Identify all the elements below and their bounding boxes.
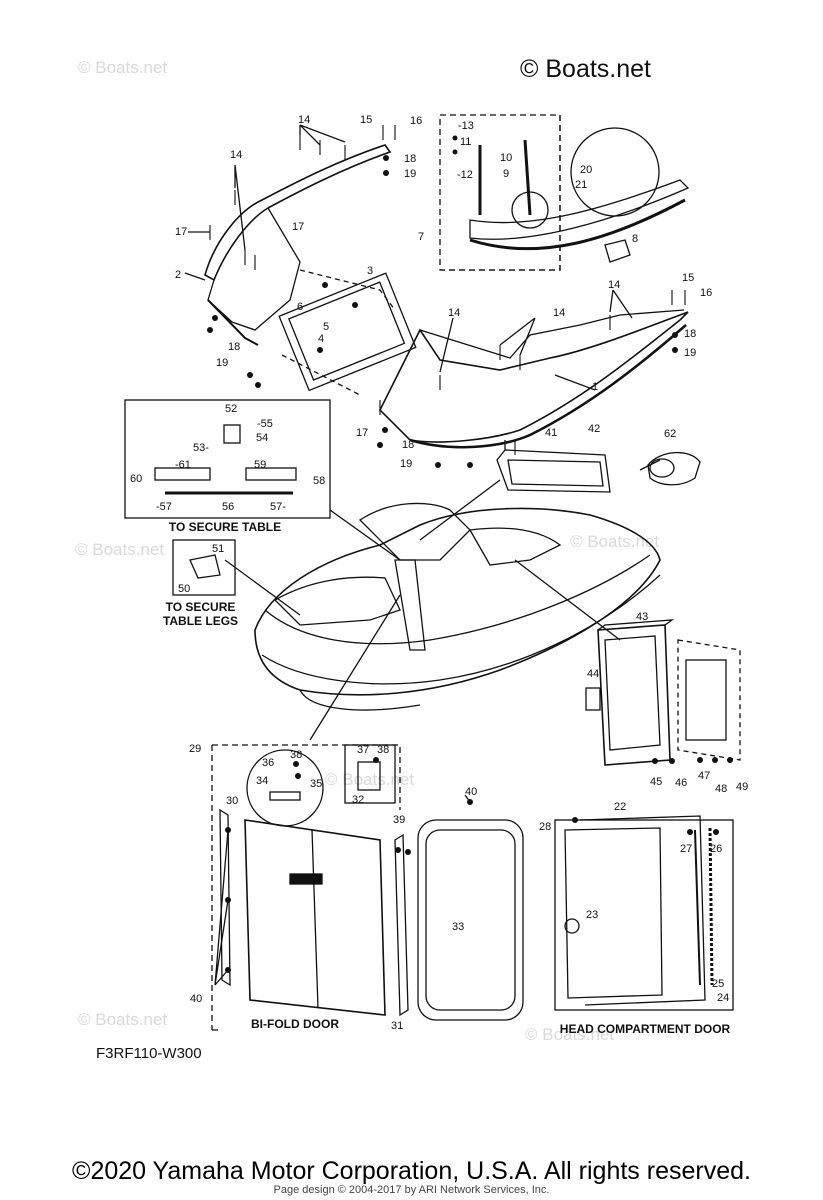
svg-text:18: 18 [402, 439, 414, 451]
svg-text:25: 25 [712, 978, 724, 990]
svg-text:40: 40 [465, 786, 477, 798]
svg-text:39: 39 [393, 814, 405, 826]
svg-text:17: 17 [292, 221, 304, 233]
svg-text:-55: -55 [257, 418, 273, 430]
svg-text:22: 22 [614, 801, 626, 813]
svg-text:37: 37 [357, 744, 369, 756]
svg-text:5: 5 [323, 321, 329, 333]
svg-text:50: 50 [178, 583, 190, 595]
svg-text:43: 43 [636, 611, 648, 623]
svg-text:35: 35 [310, 778, 322, 790]
svg-text:19: 19 [684, 347, 696, 359]
svg-text:62: 62 [664, 428, 676, 440]
svg-text:58: 58 [313, 475, 325, 487]
svg-text:44: 44 [587, 668, 599, 680]
svg-text:29: 29 [189, 743, 201, 755]
svg-text:28: 28 [539, 821, 551, 833]
svg-text:47: 47 [698, 770, 710, 782]
svg-text:15: 15 [682, 272, 694, 284]
svg-text:6: 6 [297, 301, 303, 313]
svg-text:8: 8 [632, 233, 638, 245]
svg-text:60: 60 [130, 473, 142, 485]
svg-text:14: 14 [448, 307, 460, 319]
svg-text:-12: -12 [457, 169, 473, 181]
svg-text:1: 1 [592, 381, 598, 393]
svg-text:38: 38 [377, 744, 389, 756]
svg-text:7: 7 [418, 231, 424, 243]
watermark: © Boats.net [78, 58, 168, 77]
svg-text:41: 41 [545, 427, 557, 439]
svg-text:42: 42 [588, 423, 600, 435]
copyright-footer: ©2020 Yamaha Motor Corporation, U.S.A. A… [72, 1157, 751, 1185]
svg-text:17: 17 [175, 226, 187, 238]
svg-text:19: 19 [400, 458, 412, 470]
svg-text:32: 32 [352, 794, 364, 806]
svg-text:45: 45 [650, 776, 662, 788]
svg-text:48: 48 [715, 783, 727, 795]
page-design-credit: Page design © 2004-2017 by ARI Network S… [273, 1184, 550, 1196]
watermark: © Boats.net [525, 1025, 615, 1044]
svg-text:15: 15 [360, 114, 372, 126]
watermark: © Boats.net [75, 540, 165, 559]
svg-text:59: 59 [254, 459, 266, 471]
watermark: © Boats.net [325, 770, 415, 789]
svg-text:10: 10 [500, 152, 512, 164]
svg-text:33: 33 [452, 921, 464, 933]
svg-text:27: 27 [680, 843, 692, 855]
svg-text:54: 54 [256, 432, 268, 444]
svg-text:24: 24 [717, 992, 729, 1004]
label-bifold-door: BI-FOLD DOOR [251, 1017, 339, 1031]
svg-text:36: 36 [262, 757, 274, 769]
brand-watermark: © Boats.net [520, 55, 651, 83]
svg-text:34: 34 [256, 775, 268, 787]
svg-text:31: 31 [391, 1020, 403, 1032]
svg-text:16: 16 [700, 287, 712, 299]
diagram-code: F3RF110-W300 [96, 1045, 202, 1062]
svg-text:49: 49 [736, 781, 748, 793]
svg-text:4: 4 [318, 333, 324, 345]
svg-text:3: 3 [367, 265, 373, 277]
svg-text:52: 52 [225, 403, 237, 415]
svg-text:46: 46 [675, 777, 687, 789]
svg-text:14: 14 [608, 279, 620, 291]
svg-text:-13: -13 [458, 120, 474, 132]
svg-text:19: 19 [404, 168, 416, 180]
svg-text:14: 14 [553, 307, 565, 319]
svg-text:19: 19 [216, 357, 228, 369]
svg-text:-57: -57 [156, 501, 172, 513]
svg-text:21: 21 [575, 179, 587, 191]
label-secure-table-legs: TO SECURE TABLE LEGS [162, 600, 239, 628]
svg-text:56: 56 [222, 501, 234, 513]
svg-text:-61: -61 [175, 459, 191, 471]
svg-text:23: 23 [586, 909, 598, 921]
svg-text:18: 18 [404, 153, 416, 165]
svg-text:20: 20 [580, 164, 592, 176]
svg-text:18: 18 [228, 341, 240, 353]
svg-text:38: 38 [290, 749, 302, 761]
label-head-compartment-door: HEAD COMPARTMENT DOOR [559, 1022, 731, 1036]
svg-text:57-: 57- [270, 501, 286, 513]
svg-text:11: 11 [460, 136, 471, 148]
label-secure-table: TO SECURE TABLE [168, 520, 282, 534]
svg-text:2: 2 [175, 269, 181, 281]
svg-text:30: 30 [226, 795, 238, 807]
watermark: © Boats.net [570, 532, 660, 551]
svg-text:16: 16 [410, 115, 422, 127]
svg-text:14: 14 [230, 149, 242, 161]
svg-text:14: 14 [298, 114, 310, 126]
svg-text:53-: 53- [193, 442, 209, 454]
svg-text:40: 40 [190, 993, 202, 1005]
svg-text:51: 51 [212, 543, 224, 555]
svg-text:17: 17 [356, 427, 368, 439]
svg-text:26: 26 [710, 843, 722, 855]
svg-text:9: 9 [503, 168, 509, 180]
watermark: © Boats.net [78, 1010, 168, 1029]
svg-text:18: 18 [684, 328, 696, 340]
